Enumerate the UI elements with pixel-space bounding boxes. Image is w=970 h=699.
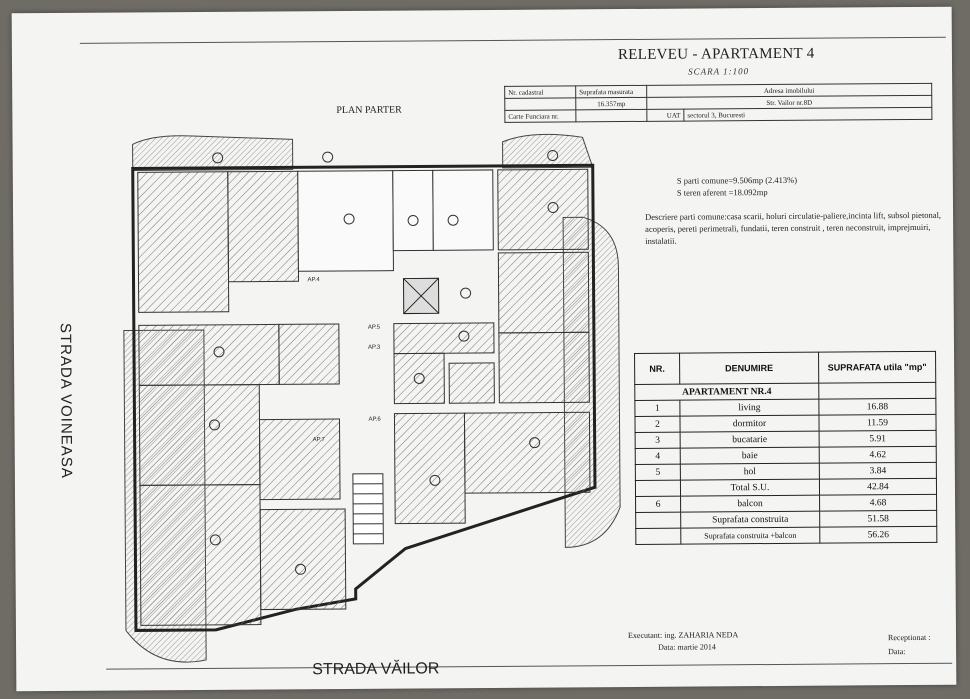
teren-aferent-note: S teren aferent =18.092mp (676, 187, 768, 198)
date-label: Data: martie 2014 (658, 642, 716, 652)
header-denumire: DENUMIRE (679, 352, 819, 385)
svg-text:AP.3: AP.3 (368, 345, 381, 351)
uat-value: sectorul 3, Bucuresti (683, 107, 932, 122)
svg-text:AP.6: AP.6 (368, 417, 381, 423)
receptionat-label: Receptionat : (887, 632, 931, 643)
balcony-top-right (502, 133, 594, 169)
data-receptie-label: Data: (888, 647, 906, 657)
svg-text:AP.4: AP.4 (307, 277, 320, 283)
executant-label: Executant: ing. ZAHARIA NEDA (627, 630, 739, 641)
document-sheet: RELEVEU - APARTAMENT 4 SCARA 1:100 Nr. c… (11, 6, 957, 692)
carte-funciara-value (575, 109, 647, 122)
cadastral-table: Nr. cadastral Suprafata masurata Adresa … (504, 83, 932, 123)
carte-funciara-label: Carte Funciara nr. (504, 109, 576, 123)
nr-cadastral-value (504, 97, 576, 111)
plan-title: PLAN PARTER (336, 104, 402, 117)
descriere-note: Descriere parti comune:casa scarii, holu… (645, 209, 942, 246)
outer-wall (131, 163, 597, 632)
rooms-table: NR. DENUMIRE SUPRAFATA utila "mp" APARTA… (634, 351, 937, 545)
scale-label: SCARA 1:100 (688, 66, 750, 77)
section-label: APARTAMENT NR.4 (634, 383, 819, 401)
uat-label: UAT (646, 109, 684, 122)
parti-comune-note: S parti comune=9.506mp (2.413%) (676, 174, 798, 186)
street-voineasa-label: STRADA VOINEASA (56, 322, 75, 479)
top-rule (79, 36, 946, 44)
header-suprafata: SUPRAFATA utila "mp" (818, 351, 936, 384)
nr-cadastral-label: Nr. cadastral (504, 85, 576, 99)
svg-text:AP.7: AP.7 (313, 437, 326, 443)
page-title: RELEVEU - APARTAMENT 4 (617, 45, 815, 64)
svg-text:AP.5: AP.5 (368, 325, 381, 331)
balcony-top-left (132, 135, 294, 171)
suprafata-label: Suprafata masurata (575, 85, 647, 98)
floor-plan-drawing: AP.4 AP.5 AP.6 AP.7 AP.3 (123, 133, 621, 663)
staircase (352, 473, 384, 545)
street-vailor-label: STRADA VĂILOR (312, 660, 440, 679)
header-nr: NR. (634, 353, 680, 385)
room-upper-left (137, 171, 230, 313)
suprafata-value: 16.357mp (575, 97, 647, 110)
